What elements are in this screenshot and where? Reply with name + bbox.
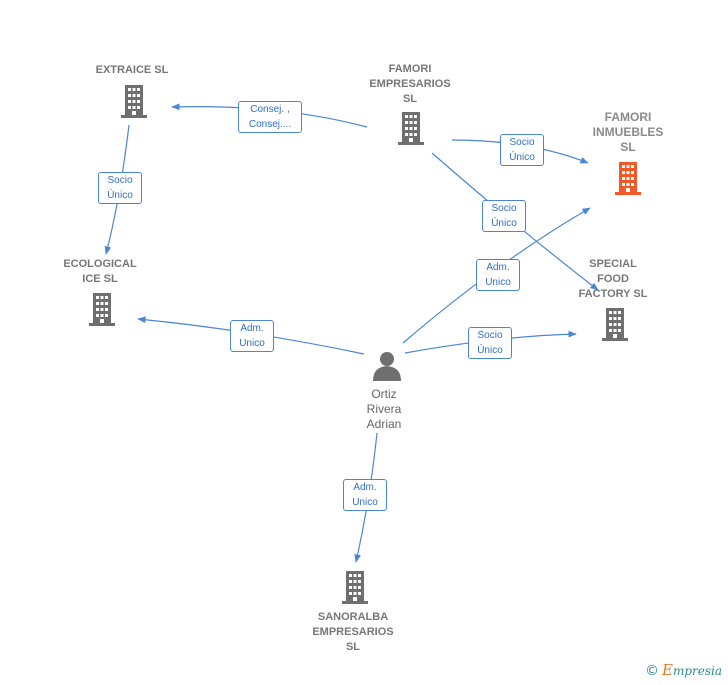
- famori-empresarios-label-line: FAMORI: [388, 63, 432, 75]
- copyright-symbol: ©: [644, 663, 659, 679]
- edge-label-line: Único: [477, 345, 503, 356]
- node-label-special-food[interactable]: SPECIAL FOOD FACTORY SL: [563, 257, 663, 302]
- sanoralba-label-line: EMPRESARIOS: [312, 626, 394, 638]
- edge-label-ortiz-ecological[interactable]: Adm. Unico: [230, 320, 274, 352]
- edge-label-line: Adm.: [486, 262, 510, 273]
- node-label-famori-empresarios[interactable]: FAMORI EMPRESARIOS SL: [360, 62, 460, 107]
- empresia-credit[interactable]: ©Empresia: [645, 661, 722, 679]
- extraice-label-line: EXTRAICE SL: [95, 64, 169, 76]
- famori-inmuebles-label-line: INMUEBLES: [592, 125, 664, 139]
- ortiz-label-line: Ortiz: [371, 387, 397, 401]
- edge-label-line: Adm.: [240, 323, 264, 334]
- ortiz-label-line: Adrian: [366, 417, 402, 431]
- empresia-logo-initial: E: [661, 661, 673, 679]
- edge-label-line: Socio: [509, 137, 535, 148]
- sanoralba-label-line: SANORALBA: [317, 611, 389, 623]
- edge-label-line: Unico: [352, 497, 378, 508]
- edge-label-line: Único: [509, 152, 535, 163]
- famori-empresarios-label-line: EMPRESARIOS: [369, 78, 451, 90]
- edge-label-line: Único: [107, 190, 133, 201]
- edge-label-line: Consej....: [248, 119, 292, 130]
- edge-label-ortiz-special[interactable]: Socio Único: [468, 327, 512, 359]
- famori-inmuebles-label-line: FAMORI: [604, 110, 652, 124]
- famori-empresarios-label-line: SL: [402, 93, 418, 105]
- special-food-label-line: SPECIAL: [589, 258, 637, 270]
- edge-label-famori-special[interactable]: Socio Único: [482, 200, 526, 232]
- edge-label-ortiz-inmuebles[interactable]: Adm. Unico: [476, 259, 520, 291]
- edge-label-line: Único: [491, 218, 517, 229]
- edge-label-famori-inmuebles[interactable]: Socio Único: [500, 134, 544, 166]
- node-label-ecological-ice[interactable]: ECOLOGICAL ICE SL: [50, 257, 150, 287]
- edge-label-line: Adm.: [353, 482, 377, 493]
- special-food-label-line: FOOD: [597, 273, 629, 285]
- edge-label-line: Socio: [477, 330, 503, 341]
- edge-label-ortiz-sanoralba[interactable]: Adm. Unico: [343, 479, 387, 511]
- sanoralba-label-line: SL: [345, 641, 361, 653]
- edge-label-extraice-ecological[interactable]: Socio Único: [98, 172, 142, 204]
- ecological-ice-label-line: ECOLOGICAL: [63, 258, 137, 270]
- extraice-building-icon[interactable]: [121, 85, 147, 118]
- ortiz-label-line: Rivera: [366, 402, 402, 416]
- node-label-ortiz[interactable]: Ortiz Rivera Adrian: [334, 387, 434, 432]
- node-label-extraice[interactable]: EXTRAICE SL: [82, 63, 182, 78]
- edge-label-line: Unico: [239, 338, 265, 349]
- famori-inmuebles-label-line: SL: [620, 140, 636, 154]
- edge-label-line: Consej. ,: [250, 104, 290, 115]
- ecological-ice-building-icon[interactable]: [89, 293, 115, 326]
- node-label-famori-inmuebles[interactable]: FAMORI INMUEBLES SL: [578, 110, 678, 155]
- sanoralba-building-icon[interactable]: [342, 571, 368, 604]
- ecological-ice-label-line: ICE SL: [82, 273, 118, 285]
- edge-label-famori-extraice[interactable]: Consej. , Consej....: [238, 101, 302, 133]
- special-food-label-line: FACTORY SL: [578, 288, 648, 300]
- famori-empresarios-building-icon[interactable]: [398, 112, 424, 145]
- empresia-logo-text: mpresia: [672, 664, 722, 678]
- special-food-building-icon[interactable]: [602, 308, 628, 341]
- edge-label-line: Socio: [491, 203, 517, 214]
- edge-label-line: Unico: [485, 277, 511, 288]
- edge-label-line: Socio: [107, 175, 133, 186]
- ortiz-person-icon[interactable]: [373, 352, 401, 381]
- famori-inmuebles-building-icon[interactable]: [615, 162, 641, 195]
- node-label-sanoralba[interactable]: SANORALBA EMPRESARIOS SL: [303, 610, 403, 655]
